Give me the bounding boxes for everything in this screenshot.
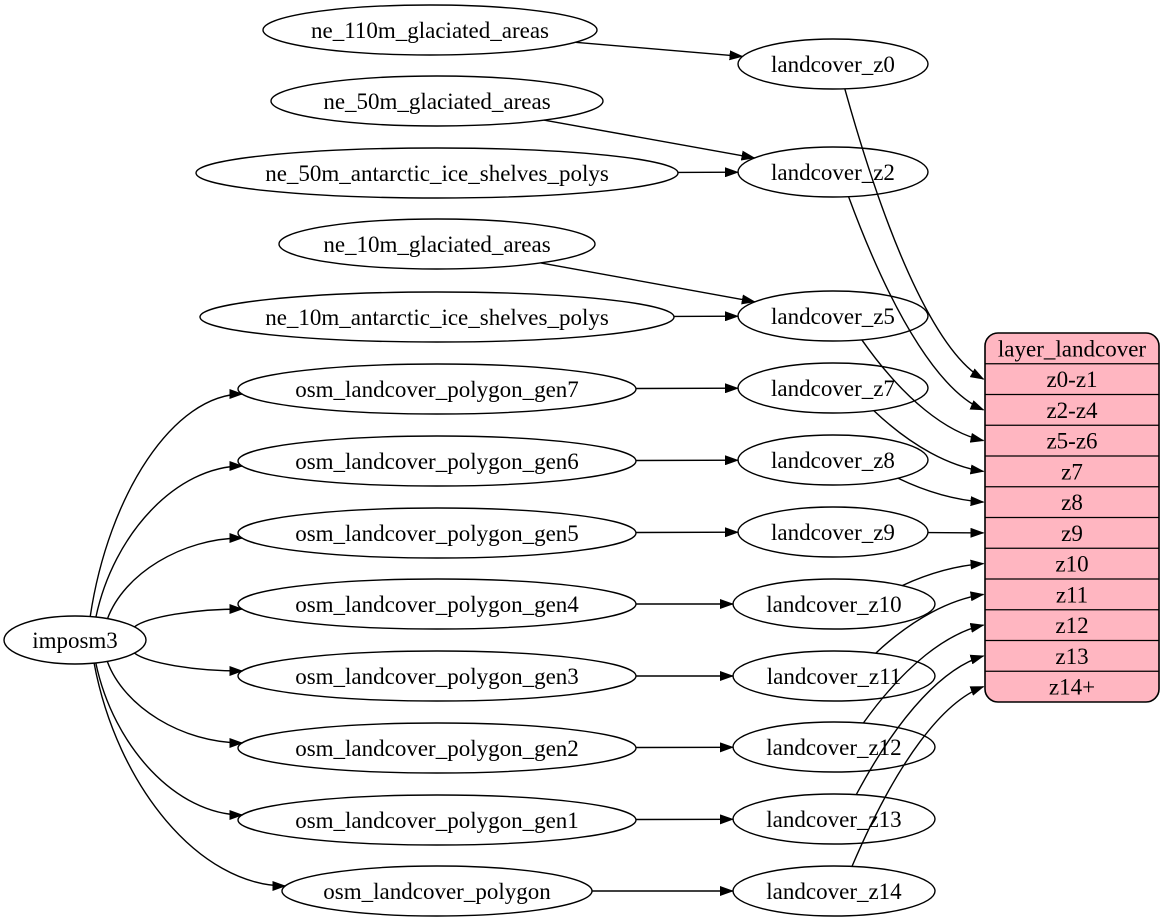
node-label-osm-landcover-polygon-gen6: osm_landcover_polygon_gen6 [295, 449, 579, 474]
node-label-ne-10m-antarctic-ice-shelves-polys: ne_10m_antarctic_ice_shelves_polys [265, 305, 609, 330]
edge-imposm3-to-osm-landcover-polygon-gen7 [89, 389, 244, 617]
node-landcover-z14: landcover_z14 [732, 865, 936, 917]
node-label-osm-landcover-polygon-gen3: osm_landcover_polygon_gen3 [295, 664, 579, 689]
node-label-osm-landcover-polygon-gen7: osm_landcover_polygon_gen7 [295, 377, 579, 402]
edge-landcover-z11-to-z11 [875, 591, 985, 654]
node-label-ne-110m-glaciated-areas: ne_110m_glaciated_areas [311, 18, 549, 43]
node-landcover-z10: landcover_z10 [732, 578, 936, 630]
edge-landcover-z10-to-z10 [901, 559, 985, 587]
node-ellipse-ne-50m-glaciated-areas [270, 75, 604, 127]
node-ne-110m-glaciated-areas: ne_110m_glaciated_areas [262, 4, 598, 56]
node-ne-50m-antarctic-ice-shelves-polys: ne_50m_antarctic_ice_shelves_polys [195, 147, 679, 199]
node-landcover-z5: landcover_z5 [737, 290, 929, 342]
node-label-landcover-z14: landcover_z14 [766, 879, 902, 904]
edge-landcover-z8-to-z8 [897, 477, 985, 507]
node-label-landcover-z2: landcover_z2 [771, 160, 895, 185]
node-label-landcover-z12: landcover_z12 [766, 735, 901, 760]
node-label-landcover-z7: landcover_z7 [771, 376, 895, 401]
record-row-z8: z8 [1061, 490, 1083, 515]
edge-landcover-z0-to-z0-z1 [844, 88, 985, 380]
node-label-landcover-z9: landcover_z9 [771, 520, 895, 545]
node-ne-10m-glaciated-areas: ne_10m_glaciated_areas [278, 218, 596, 270]
node-landcover-z2: landcover_z2 [737, 146, 929, 198]
record-row-z2-z4: z2-z4 [1046, 398, 1098, 423]
edge-landcover-z7-to-z7 [873, 410, 985, 475]
node-osm-landcover-polygon-gen3: osm_landcover_polygon_gen3 [237, 650, 637, 702]
node-osm-landcover-polygon-gen7: osm_landcover_polygon_gen7 [237, 363, 637, 415]
edge-landcover-z5-to-z5-z6 [861, 339, 985, 443]
node-osm-landcover-polygon-gen4: osm_landcover_polygon_gen4 [237, 578, 637, 630]
record-row-z12: z12 [1055, 613, 1088, 638]
node-landcover-z9: landcover_z9 [737, 506, 929, 558]
node-ellipse-osm-landcover-polygon-gen6 [237, 435, 637, 487]
edge-imposm3-to-osm-landcover-polygon-gen4 [133, 604, 244, 628]
node-label-osm-landcover-polygon: osm_landcover_polygon [323, 879, 551, 904]
node-imposm3: imposm3 [3, 615, 147, 665]
node-label-landcover-z11: landcover_z11 [767, 664, 902, 689]
edge-imposm3-to-osm-landcover-polygon-gen5 [106, 533, 244, 619]
node-osm-landcover-polygon-gen5: osm_landcover_polygon_gen5 [237, 507, 637, 559]
node-label-ne-10m-glaciated-areas: ne_10m_glaciated_areas [323, 232, 550, 257]
node-label-ne-50m-glaciated-areas: ne_50m_glaciated_areas [323, 89, 550, 114]
edge-layer [89, 41, 985, 896]
node-label-osm-landcover-polygon-gen2: osm_landcover_polygon_gen2 [295, 736, 579, 761]
node-landcover-z11: landcover_z11 [732, 650, 936, 702]
edge-imposm3-to-osm-landcover-polygon-gen3 [133, 652, 244, 676]
node-landcover-z13: landcover_z13 [732, 793, 936, 845]
record-layer-landcover: layer_landcover z0-z1 z2-z4 z5-z6 z7 z8 z9 z10 z… [984, 332, 1160, 703]
node-label-landcover-z5: landcover_z5 [771, 304, 895, 329]
edge-landcover-z13-to-z13 [855, 654, 985, 795]
node-ellipse-osm-landcover-polygon-gen7 [237, 363, 637, 415]
record-title: layer_landcover [998, 336, 1146, 361]
record-row-z0-z1: z0-z1 [1046, 367, 1097, 392]
node-ellipse-landcover-z0 [737, 38, 929, 90]
node-label-landcover-z13: landcover_z13 [766, 807, 901, 832]
record-row-z14: z14+ [1049, 675, 1095, 700]
node-label-imposm3: imposm3 [32, 628, 118, 653]
node-ellipse-ne-110m-glaciated-areas [262, 4, 598, 56]
node-osm-landcover-polygon: osm_landcover_polygon [281, 865, 593, 917]
edge-ne-110m-glaciated-areas-to-landcover-z0 [575, 41, 744, 61]
edge-imposm3-to-osm-landcover-polygon-gen6 [95, 461, 244, 618]
node-osm-landcover-polygon-gen2: osm_landcover_polygon_gen2 [237, 722, 637, 774]
record-row-z5-z6: z5-z6 [1046, 429, 1097, 454]
node-landcover-z12: landcover_z12 [732, 721, 936, 773]
node-label-osm-landcover-polygon-gen1: osm_landcover_polygon_gen1 [295, 808, 579, 833]
record-row-z10: z10 [1055, 552, 1088, 577]
node-ellipse-imposm3 [3, 615, 147, 665]
record-row-z7: z7 [1061, 459, 1083, 484]
node-ne-50m-glaciated-areas: ne_50m_glaciated_areas [270, 75, 604, 127]
node-label-osm-landcover-polygon-gen4: osm_landcover_polygon_gen4 [295, 592, 579, 617]
edge-landcover-z14-to-z14 [851, 685, 985, 867]
node-osm-landcover-polygon-gen6: osm_landcover_polygon_gen6 [237, 435, 637, 487]
edge-ne-50m-glaciated-areas-to-landcover-z2 [543, 119, 756, 161]
node-label-osm-landcover-polygon-gen5: osm_landcover_polygon_gen5 [295, 521, 579, 546]
node-ellipse-osm-landcover-polygon-gen1 [237, 794, 637, 846]
edge-ne-10m-glaciated-areas-to-landcover-z5 [540, 262, 756, 305]
record-row-z11: z11 [1056, 582, 1088, 607]
edge-imposm3-to-osm-landcover-polygon-gen1 [95, 662, 244, 820]
edge-imposm3-to-osm-landcover-polygon-gen2 [106, 661, 244, 748]
node-landcover-z7: landcover_z7 [737, 362, 929, 414]
edge-imposm3-to-osm-landcover-polygon [93, 662, 287, 891]
node-landcover-z8: landcover_z8 [737, 434, 929, 486]
node-ellipse-ne-10m-glaciated-areas [278, 218, 596, 270]
node-landcover-z0: landcover_z0 [737, 38, 929, 90]
node-label-ne-50m-antarctic-ice-shelves-polys: ne_50m_antarctic_ice_shelves_polys [265, 161, 609, 186]
node-label-landcover-z8: landcover_z8 [771, 448, 895, 473]
node-ne-10m-antarctic-ice-shelves-polys: ne_10m_antarctic_ice_shelves_polys [199, 291, 675, 343]
node-label-landcover-z10: landcover_z10 [766, 592, 901, 617]
edge-landcover-z12-to-z12 [862, 623, 985, 724]
node-ellipse-osm-landcover-polygon-gen2 [237, 722, 637, 774]
node-ellipse-osm-landcover-polygon-gen5 [237, 507, 637, 559]
record-row-z9: z9 [1061, 521, 1083, 546]
record-row-z13: z13 [1055, 644, 1088, 669]
edge-landcover-z2-to-z2-z4 [847, 196, 985, 411]
node-label-landcover-z0: landcover_z0 [771, 52, 895, 77]
node-layer: imposm3 ne_110m_glaciated_areas ne_50m_gla… [3, 4, 936, 917]
node-osm-landcover-polygon-gen1: osm_landcover_polygon_gen1 [237, 794, 637, 846]
